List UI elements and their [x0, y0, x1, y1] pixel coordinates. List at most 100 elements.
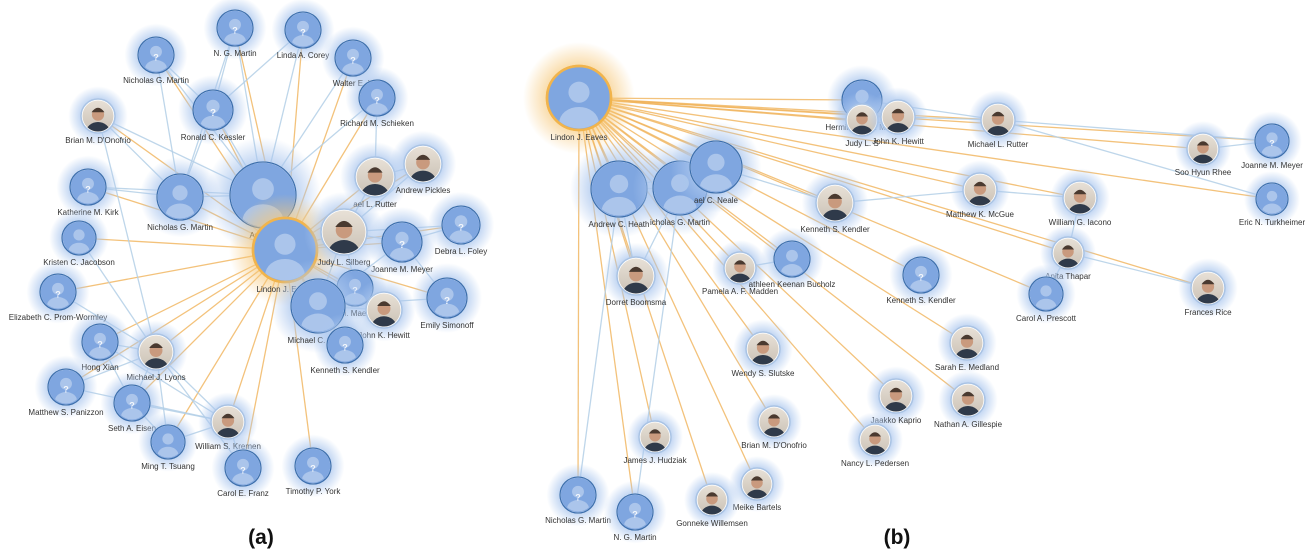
node-emily-simonoff[interactable]: ?Emily Simonoff [412, 263, 482, 333]
node-linda-a-corey[interactable]: ?Linda A. Corey [271, 0, 335, 62]
node-michael-l-rutter[interactable]: Michael L. Rutter [968, 90, 1029, 150]
node-gonneke-willemsen[interactable]: Gonneke Willemsen [676, 472, 748, 528]
node-ming-t-tsuang[interactable]: Ming T. Tsuang [138, 412, 198, 472]
network-panel-a: ?Nicholas G. Martin?N. G. Martin?Linda A… [9, 0, 495, 549]
node-hong-xian[interactable]: ? Hong Xian [68, 310, 132, 374]
node-john-k-hewitt[interactable]: John K. Hewitt [868, 87, 928, 147]
node-ronald-c-kessler[interactable]: ?Ronald C. Kessler [178, 75, 248, 145]
node-john-k-hewitt[interactable]: John K. Hewitt [352, 278, 416, 342]
node-andrew-pickles[interactable]: Andrew Pickles [389, 130, 457, 198]
node-nathan-a-gillespie[interactable]: Nathan A. Gillespie [934, 370, 1003, 430]
node-label: Andrew C. Heath [589, 220, 650, 229]
node-label: Timothy P. York [286, 487, 342, 496]
node-ael-c-neale[interactable]: ael C. Neale [670, 121, 762, 213]
node-carol-a-prescott[interactable]: Carol A. Prescott [1016, 264, 1077, 324]
node-elizabeth-c-prom-wormley[interactable]: ?Elizabeth C. Prom-Wormley [9, 260, 108, 324]
question-mark-icon: ? [63, 384, 69, 394]
unknown-person-icon: ? [81, 323, 119, 361]
node-label: Kenneth S. Kendler [886, 296, 956, 305]
person-photo-icon [858, 423, 892, 457]
unknown-person-icon: ? [224, 449, 262, 487]
person-photo-icon [80, 98, 116, 134]
panel-caption-a: (a) [248, 526, 274, 549]
node-label: Hong Xian [81, 363, 118, 372]
node-james-j-hudziak[interactable]: James J. Hudziak [623, 409, 688, 465]
node-frances-rice[interactable]: Frances Rice [1178, 258, 1238, 318]
node-label: Carol A. Prescott [1016, 314, 1077, 323]
node-label: N. G. Martin [613, 533, 656, 542]
node-kenneth-s-kendler[interactable]: ?Kenneth S. Kendler [310, 313, 380, 377]
unknown-person-icon: ? [559, 476, 597, 514]
node-joanne-m-meyer[interactable]: ?Joanne M. Meyer [1241, 111, 1303, 171]
node-label: Brian M. D'Onofrio [741, 441, 807, 450]
node-richard-m-schieken[interactable]: ?Richard M. Schieken [340, 66, 414, 130]
node-label: Nicholas G. Martin [545, 516, 611, 525]
node-pamela-a-f-madden[interactable]: Pamela A. F. Madden [702, 240, 778, 296]
person-icon [545, 64, 613, 132]
node-carol-e-franz[interactable]: ?Carol E. Franz [211, 436, 275, 500]
edge-center-sem [578, 97, 968, 344]
node-label: Nancy L. Pedersen [841, 459, 909, 468]
node-n-g-martin[interactable]: ?N. G. Martin [603, 480, 667, 544]
node-katherine-m-kirk[interactable]: ?Katherine M. Kirk [56, 155, 120, 219]
person-photo-icon [137, 333, 175, 371]
node-label: Richard M. Schieken [340, 119, 414, 128]
node-label: Frances Rice [1184, 308, 1232, 317]
node-label: Kenneth S. Kendler [800, 225, 870, 234]
person-photo-icon [1186, 132, 1220, 166]
node-kenneth-s-kendler[interactable]: Kenneth S. Kendler [800, 169, 870, 237]
node-seth-a-eisen[interactable]: ?Seth A. Eisen [100, 371, 164, 435]
node-lindon-j-eaves[interactable]: Lindon J. Eaves [523, 42, 635, 154]
node-nicholas-g-martin[interactable]: Nicholas G. Martin [139, 156, 221, 238]
node-label: Pamela A. F. Madden [702, 287, 778, 296]
person-photo-icon [757, 405, 791, 439]
question-mark-icon: ? [1269, 138, 1274, 148]
question-mark-icon: ? [918, 272, 924, 282]
node-jaakko-kaprio[interactable]: Jaakko Kaprio [866, 366, 926, 426]
node-label: Judy L. S [845, 139, 878, 148]
unknown-person-icon: ? [326, 326, 364, 364]
node-judy-l-silberg[interactable]: Judy L. Silberg [303, 191, 385, 273]
node-dorret-boomsma[interactable]: Dorret Boomsma [602, 242, 670, 310]
unknown-person-icon: ? [381, 221, 423, 263]
node-brian-m-d-onofrio[interactable]: Brian M. D'Onofrio [741, 394, 807, 450]
question-mark-icon: ? [85, 184, 91, 194]
node-nicholas-g-martin[interactable]: ? Nicholas G. Martin [545, 463, 611, 527]
unknown-person-icon: ? [69, 168, 107, 206]
unknown-person-icon: ? [902, 256, 940, 294]
unknown-person-icon: ? [216, 9, 254, 47]
node-timothy-p-york[interactable]: ?Timothy P. York [281, 434, 345, 498]
node-brian-m-d-onofrio[interactable]: Brian M. D'Onofrio [65, 86, 131, 146]
person-photo-icon [723, 251, 757, 285]
edge-center-mlrB [578, 97, 999, 121]
edge-ach-nm1B [577, 188, 620, 496]
nodes-a: ?Nicholas G. Martin?N. G. Martin?Linda A… [9, 0, 495, 500]
node-wendy-s-slutske[interactable]: Wendy S. Slutske [732, 319, 796, 379]
node-label: Elizabeth C. Prom-Wormley [9, 313, 108, 322]
person-icon [150, 424, 186, 460]
node-matthew-s-panizzon[interactable]: ?Matthew S. Panizzon [28, 355, 104, 419]
node-kristen-c-jacobson[interactable]: Kristen C. Jacobson [43, 208, 115, 268]
node-athleen-keenan-bucholz[interactable]: athleen Keenan Bucholz [749, 227, 836, 291]
node-label: Joanne M. Meyer [371, 265, 433, 274]
node-soo-hyun-rhee[interactable]: Soo Hyun Rhee [1175, 121, 1232, 177]
node-joanne-m-meyer[interactable]: ? Joanne M. Meyer [367, 207, 437, 277]
node-matthew-k-mcgue[interactable]: Matthew K. McGue [946, 160, 1015, 220]
person-photo-icon [695, 483, 729, 517]
node-meike-bartels[interactable]: Meike Bartels [729, 456, 785, 512]
node-label: William G. Iacono [1049, 218, 1112, 227]
node-william-g-iacono[interactable]: William G. Iacono [1049, 168, 1112, 228]
unknown-person-icon: ? [441, 205, 481, 245]
node-michael-j-lyons[interactable]: Michael J. Lyons [124, 320, 188, 384]
node-debra-l-foley[interactable]: ?Debra L. Foley [427, 191, 495, 259]
node-label: Michael L. Rutter [968, 140, 1029, 149]
node-nancy-l-pedersen[interactable]: Nancy L. Pedersen [841, 412, 909, 468]
node-n-g-martin[interactable]: ?N. G. Martin [203, 0, 267, 60]
node-nicholas-g-martin[interactable]: ?Nicholas G. Martin [123, 23, 189, 87]
node-sarah-e-medland[interactable]: Sarah E. Medland [935, 313, 999, 373]
question-mark-icon: ? [458, 223, 464, 234]
node-eric-n-turkheimer[interactable]: Eric N. Turkheimer [1239, 171, 1306, 227]
person-photo-icon [403, 144, 443, 184]
node-kenneth-s-kendler[interactable]: ? Kenneth S. Kendler [886, 243, 956, 307]
panel-caption-b: (b) [884, 526, 911, 549]
